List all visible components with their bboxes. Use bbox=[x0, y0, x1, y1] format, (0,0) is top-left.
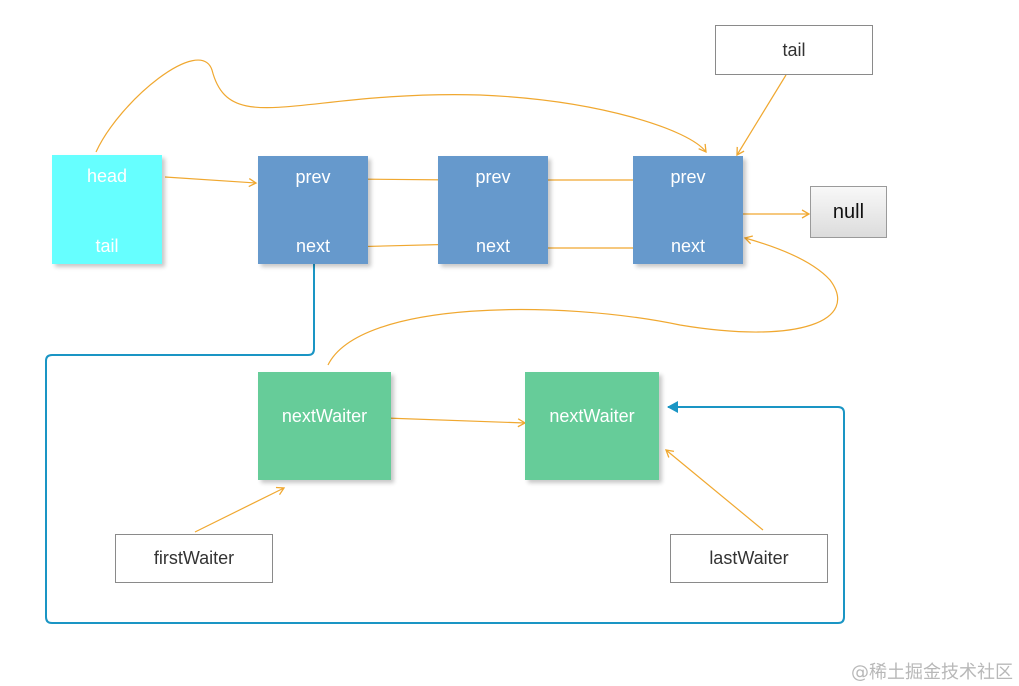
head-to-node1-arrow bbox=[164, 176, 258, 188]
head-to-tail-node-curve bbox=[95, 59, 707, 154]
queue-node-1: prev next bbox=[258, 156, 368, 264]
node3-prev-label: prev bbox=[670, 167, 706, 187]
tail-pointer-label: tail bbox=[782, 40, 806, 60]
tail-pointer-box: tail bbox=[715, 25, 873, 75]
first-waiter-label: firstWaiter bbox=[153, 548, 235, 568]
waiter-node-2: nextWaiter bbox=[525, 372, 659, 480]
node2-prev-label: prev bbox=[475, 167, 511, 187]
waiter2-label: nextWaiter bbox=[549, 406, 635, 426]
waiter-to-node3-curve bbox=[327, 235, 839, 366]
waiter1-label: nextWaiter bbox=[281, 406, 368, 426]
node2-next-label: next bbox=[475, 236, 511, 256]
waiter-node-1: nextWaiter bbox=[258, 372, 391, 480]
first-waiter-box: firstWaiter bbox=[115, 534, 273, 583]
null-label: null bbox=[832, 201, 865, 223]
first-waiter-arrow bbox=[194, 486, 286, 533]
watermark: @稀土掘金技术社区 bbox=[851, 662, 1013, 683]
node3-next-label: next bbox=[670, 236, 706, 256]
queue-node-3: prev next bbox=[633, 156, 743, 264]
head-tail-label: tail bbox=[95, 236, 119, 256]
null-box: null bbox=[810, 186, 887, 238]
last-waiter-label: lastWaiter bbox=[709, 548, 789, 568]
node1-next-label: next bbox=[295, 236, 331, 256]
last-waiter-box: lastWaiter bbox=[670, 534, 828, 583]
last-waiter-arrow bbox=[664, 449, 764, 531]
tail-pointer-arrow bbox=[736, 74, 787, 157]
queue-node-2: prev next bbox=[438, 156, 548, 264]
head-node: head tail bbox=[52, 155, 162, 264]
head-label: head bbox=[86, 166, 128, 186]
waiter1-to-waiter2-arrow bbox=[384, 417, 527, 428]
node1-prev-label: prev bbox=[295, 167, 331, 187]
teal-connector-line bbox=[45, 264, 845, 624]
